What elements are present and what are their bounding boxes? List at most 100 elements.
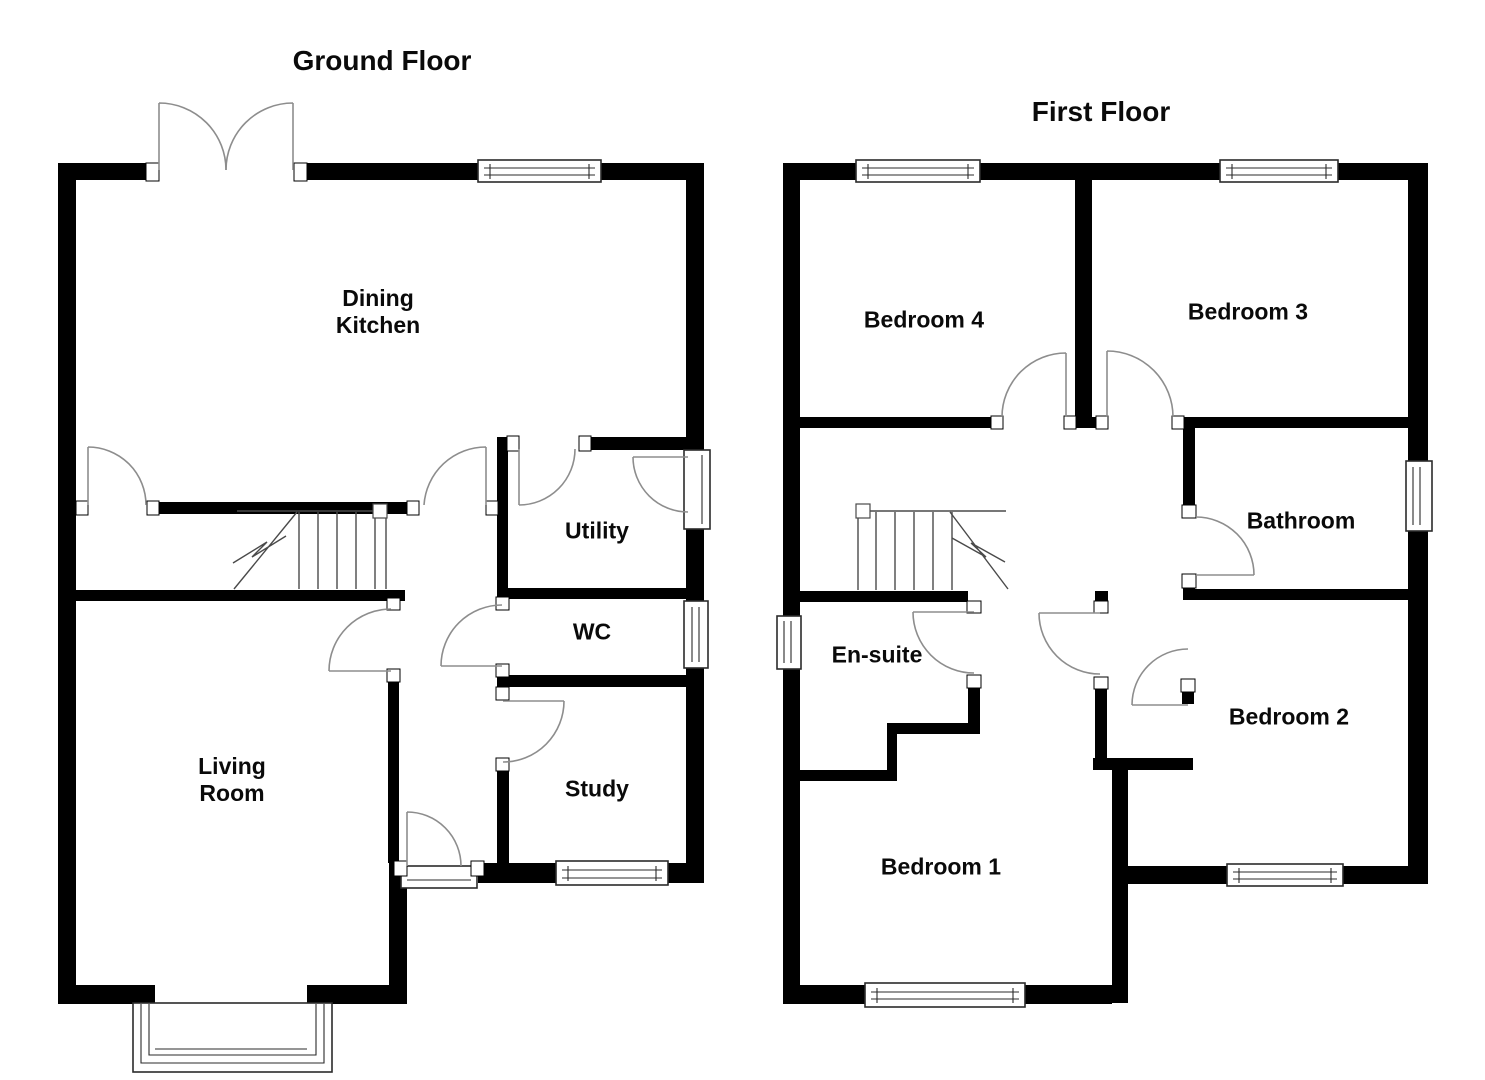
wall-segment <box>1075 180 1092 428</box>
door-jamb <box>495 686 510 701</box>
room-label-bedroom-3: Bedroom 3 <box>1187 298 1309 325</box>
window-glazing <box>562 866 662 881</box>
door-jamb <box>966 600 982 614</box>
window-glazing <box>871 988 1019 1003</box>
door-jamb <box>386 668 401 683</box>
first-floor-door-jambs <box>966 415 1197 693</box>
wall-segment <box>1112 770 1128 1003</box>
window <box>1405 460 1433 532</box>
wall-segment <box>388 671 399 863</box>
wall-segment <box>800 417 992 428</box>
staircase-newel <box>855 503 871 519</box>
staircase-break-line <box>232 511 298 590</box>
door-jamb <box>1063 415 1077 430</box>
wall-segment <box>497 437 508 599</box>
front-door-swing <box>406 811 462 867</box>
door-jamb <box>406 500 420 516</box>
wall-segment <box>783 985 865 1004</box>
window <box>1219 159 1339 183</box>
window-glazing <box>862 164 974 179</box>
window-glazing <box>484 164 595 179</box>
french-door-left <box>158 102 227 171</box>
door-jamb <box>145 162 160 182</box>
front-door-threshold <box>400 865 478 889</box>
room-label-bedroom-1: Bedroom 1 <box>880 853 1002 880</box>
wall-segment <box>1095 689 1107 760</box>
wall-segment <box>600 163 704 180</box>
wall-segment <box>497 588 686 599</box>
wall-segment <box>1338 163 1428 180</box>
door-jamb <box>495 596 510 611</box>
staircase-break-line <box>949 511 1009 590</box>
door-jamb <box>75 500 89 516</box>
window <box>555 860 669 886</box>
door-jamb <box>1181 573 1197 589</box>
wall-segment <box>1093 758 1193 770</box>
room-label-dining-kitchen: Dining Kitchen <box>335 284 421 338</box>
door-jamb <box>393 860 408 877</box>
door-jamb <box>1093 600 1109 614</box>
door-swing <box>1131 648 1189 706</box>
wall-segment <box>887 723 980 734</box>
french-door-right <box>225 102 294 171</box>
wall-segment <box>497 675 686 687</box>
door-swing <box>1195 516 1255 576</box>
window-glazing <box>1226 164 1332 179</box>
door-swing <box>518 448 576 506</box>
door-swing <box>328 608 392 672</box>
ground-floor-door-jambs <box>75 162 592 877</box>
ground-floor-doors <box>87 102 689 867</box>
door-jamb <box>470 860 485 877</box>
first-floor-plan <box>776 159 1433 1008</box>
ground-floor-windows <box>132 159 711 1073</box>
wall-segment <box>668 863 704 883</box>
door-jamb <box>1180 678 1196 693</box>
wall-segment <box>968 687 980 723</box>
window <box>855 159 981 183</box>
wall-segment <box>686 528 704 603</box>
door-jamb <box>146 500 160 516</box>
door-swing <box>502 700 565 763</box>
wall-segment <box>798 770 897 781</box>
door-swing <box>440 604 503 667</box>
window-glazing <box>1412 467 1421 525</box>
wall-segment <box>1025 985 1112 1004</box>
door-jamb <box>485 500 499 516</box>
door-jamb <box>1095 415 1109 430</box>
door-jamb <box>495 663 510 678</box>
wall-segment <box>497 759 509 863</box>
room-label-utility: Utility <box>565 517 629 544</box>
first-floor-title: First Floor <box>1031 96 1171 127</box>
room-label-living-room: Living Room <box>198 752 266 806</box>
door-jamb <box>1171 415 1185 430</box>
door-jamb <box>966 674 982 689</box>
window <box>477 159 602 183</box>
room-label-bedroom-2: Bedroom 2 <box>1228 703 1350 730</box>
ground-floor-walls <box>58 163 704 1004</box>
wall-segment <box>307 985 407 1004</box>
wall-segment <box>591 437 686 450</box>
room-label-bathroom: Bathroom <box>1246 507 1356 534</box>
first-floor-doors <box>912 350 1255 706</box>
first-floor-windows <box>776 159 1433 1008</box>
door-swing <box>423 446 487 506</box>
wall-segment <box>58 163 157 180</box>
room-label-wc: WC <box>572 618 612 645</box>
wall-segment <box>76 590 405 601</box>
wall-segment <box>1342 866 1425 884</box>
wall-segment <box>1095 591 1108 602</box>
window-glazing <box>1233 868 1337 883</box>
window <box>864 982 1026 1008</box>
first-floor-walls <box>783 163 1428 1004</box>
wall-segment <box>783 163 856 180</box>
ground-floor-plan <box>58 102 711 1073</box>
window <box>683 600 709 669</box>
door-jamb <box>386 597 401 611</box>
wall-segment <box>389 863 407 1004</box>
first-floor-staircase <box>855 503 1009 590</box>
window-glazing <box>691 607 700 662</box>
door-swing <box>632 456 689 513</box>
window <box>776 615 802 670</box>
door-swing <box>1001 352 1067 418</box>
